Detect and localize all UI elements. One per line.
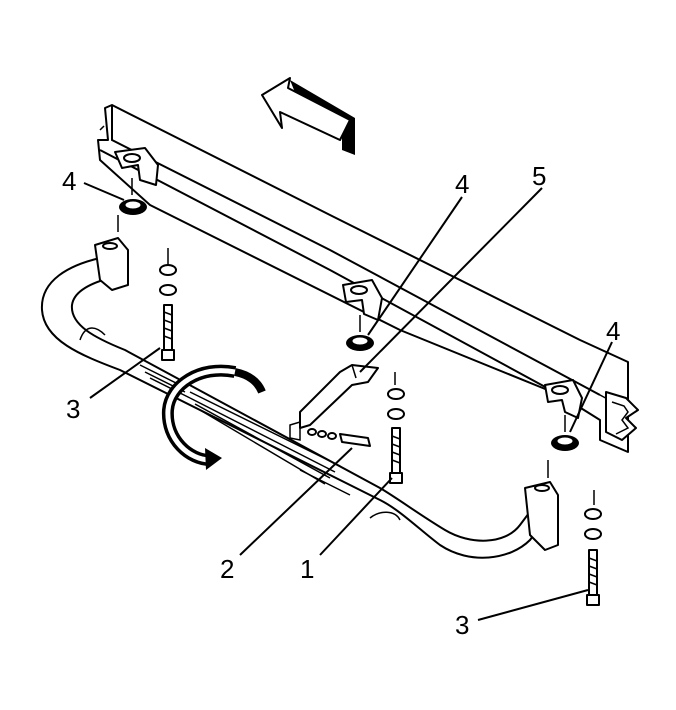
insulator-right <box>551 415 579 451</box>
link-bracket <box>289 364 379 441</box>
bolt-assembly-left <box>159 248 177 361</box>
frame-bracket-left <box>114 147 159 186</box>
label-4b: 4 <box>455 169 469 199</box>
frame-crossmember <box>97 104 639 453</box>
label-5: 5 <box>532 161 546 191</box>
leader-lines <box>83 182 613 621</box>
bolt-assembly-right <box>584 490 602 606</box>
rotate-arrow-icon <box>161 364 266 470</box>
label-4a: 4 <box>62 166 76 196</box>
link-bolt <box>307 428 371 447</box>
front-direction-arrow-icon <box>261 77 355 155</box>
bolt-assembly-center <box>387 372 405 484</box>
bar-clamp-left <box>94 215 129 291</box>
label-1: 1 <box>300 554 314 584</box>
frame-bracket-right <box>544 379 583 419</box>
label-3b: 3 <box>455 610 469 640</box>
bar-clamp-right <box>524 460 559 551</box>
label-2: 2 <box>220 554 234 584</box>
label-3a: 3 <box>66 394 80 424</box>
label-4c: 4 <box>606 316 620 346</box>
insulator-left <box>119 178 147 215</box>
insulator-center <box>346 315 374 351</box>
frame-bracket-center <box>342 279 383 321</box>
